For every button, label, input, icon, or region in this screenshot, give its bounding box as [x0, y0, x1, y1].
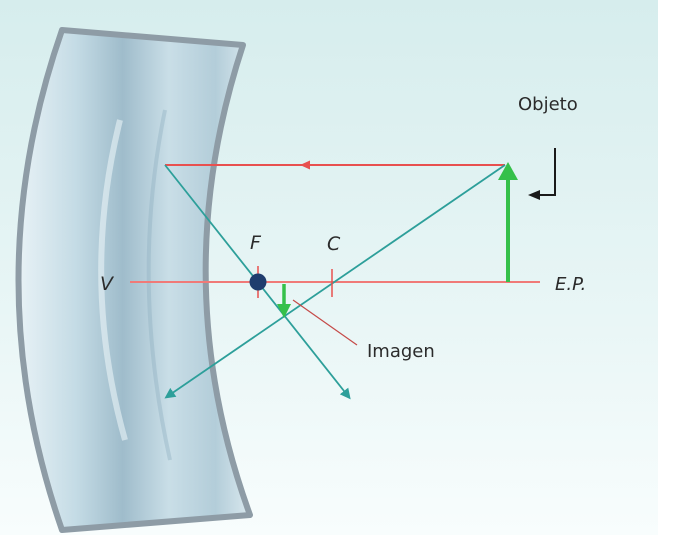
- focus-label: F: [250, 232, 262, 254]
- image-callout-line: [292, 299, 358, 346]
- focus-point: [249, 266, 267, 298]
- ray-through-center: [164, 164, 506, 399]
- object-label: Objeto: [518, 94, 578, 115]
- object-callout: [528, 148, 556, 200]
- center-label: C: [327, 233, 341, 255]
- object-arrow: [498, 162, 518, 282]
- principal-axis-label: E.P.: [555, 274, 586, 295]
- ray-direction-arrow: [300, 160, 310, 170]
- image-label: Imagen: [367, 341, 435, 362]
- parallel-ray: [165, 160, 505, 170]
- concave-mirror: [15, 27, 253, 533]
- image-arrow: [277, 284, 291, 318]
- vertex-label: V: [100, 273, 115, 295]
